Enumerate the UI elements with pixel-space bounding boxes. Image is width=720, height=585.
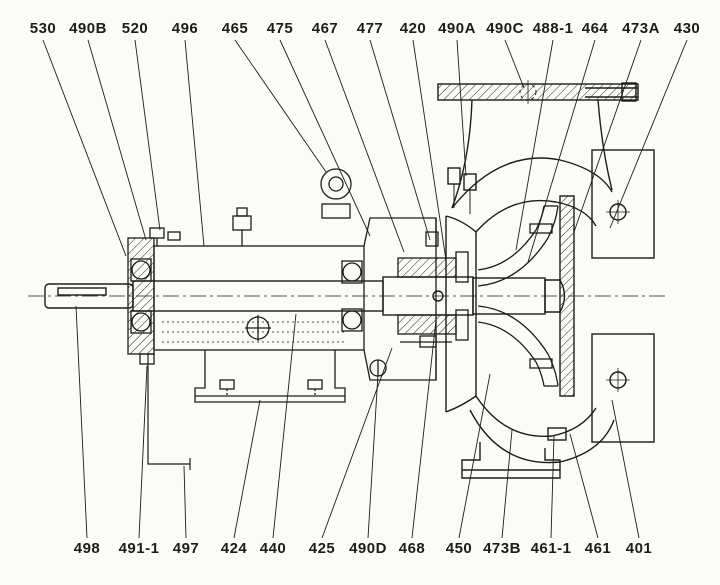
part-callout: 490C <box>486 20 524 37</box>
volute-casing <box>437 80 655 479</box>
part-callout: 488-1 <box>532 20 574 37</box>
part-callout: 473B <box>483 540 521 557</box>
part-callout: 491-1 <box>118 540 160 557</box>
part-callout: 498 <box>73 540 101 557</box>
part-callout: 424 <box>220 540 248 557</box>
impeller <box>477 205 559 387</box>
part-callout: 450 <box>445 540 473 557</box>
bearing-housing <box>127 207 365 365</box>
part-callout: 496 <box>171 20 199 37</box>
part-callout: 461-1 <box>530 540 572 557</box>
support-foot <box>194 350 346 403</box>
part-callout: 490D <box>349 540 387 557</box>
leader-lines <box>42 39 688 539</box>
part-callout: 473A <box>622 20 660 37</box>
part-callout: 497 <box>172 540 200 557</box>
part-callout: 420 <box>399 20 427 37</box>
part-callout: 477 <box>356 20 384 37</box>
part-callout: 440 <box>259 540 287 557</box>
part-callout: 461 <box>584 540 612 557</box>
part-callout: 490A <box>438 20 476 37</box>
part-callout: 475 <box>266 20 294 37</box>
drain-pipe <box>147 354 191 470</box>
part-callout: 530 <box>29 20 57 37</box>
part-callout: 467 <box>311 20 339 37</box>
part-callout: 520 <box>121 20 149 37</box>
part-callout: 468 <box>398 540 426 557</box>
part-callout: 490B <box>69 20 107 37</box>
part-callout: 465 <box>221 20 249 37</box>
part-callout: 401 <box>625 540 653 557</box>
part-callout: 464 <box>581 20 609 37</box>
stuffing-box <box>397 231 469 348</box>
part-callout: 425 <box>308 540 336 557</box>
part-callout: 430 <box>673 20 701 37</box>
